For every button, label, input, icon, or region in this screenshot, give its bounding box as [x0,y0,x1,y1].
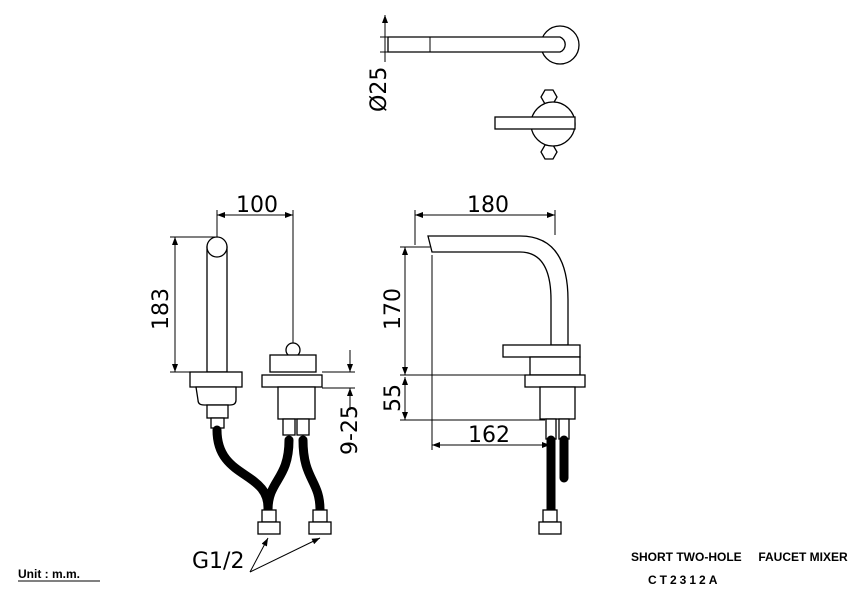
front-view: 100 183 9-25 G1/2 [149,193,363,574]
side-view: 180 170 55 162 [381,193,586,535]
spout-height-side-label: 170 [381,288,406,330]
drawing-title: SHORT TWO-HOLE FAUCET MIXER [631,550,848,564]
spout-height-front-label: 183 [149,288,174,330]
spout-reach-label: 180 [467,193,509,218]
unit-label: Unit : m.m. [18,567,80,581]
spout-offset-label: 100 [236,193,278,218]
deck-thickness-label: 9-25 [338,405,363,455]
base-to-outlet-label: 162 [468,423,510,448]
diameter-label: Ø25 [367,67,392,112]
model-number: CT2312A [648,573,720,587]
thread-label: G1/2 [192,549,244,574]
top-view: Ø25 [367,15,580,160]
handle-top [494,89,576,160]
body-below-deck-label: 55 [381,384,406,412]
spout-top [387,25,580,65]
